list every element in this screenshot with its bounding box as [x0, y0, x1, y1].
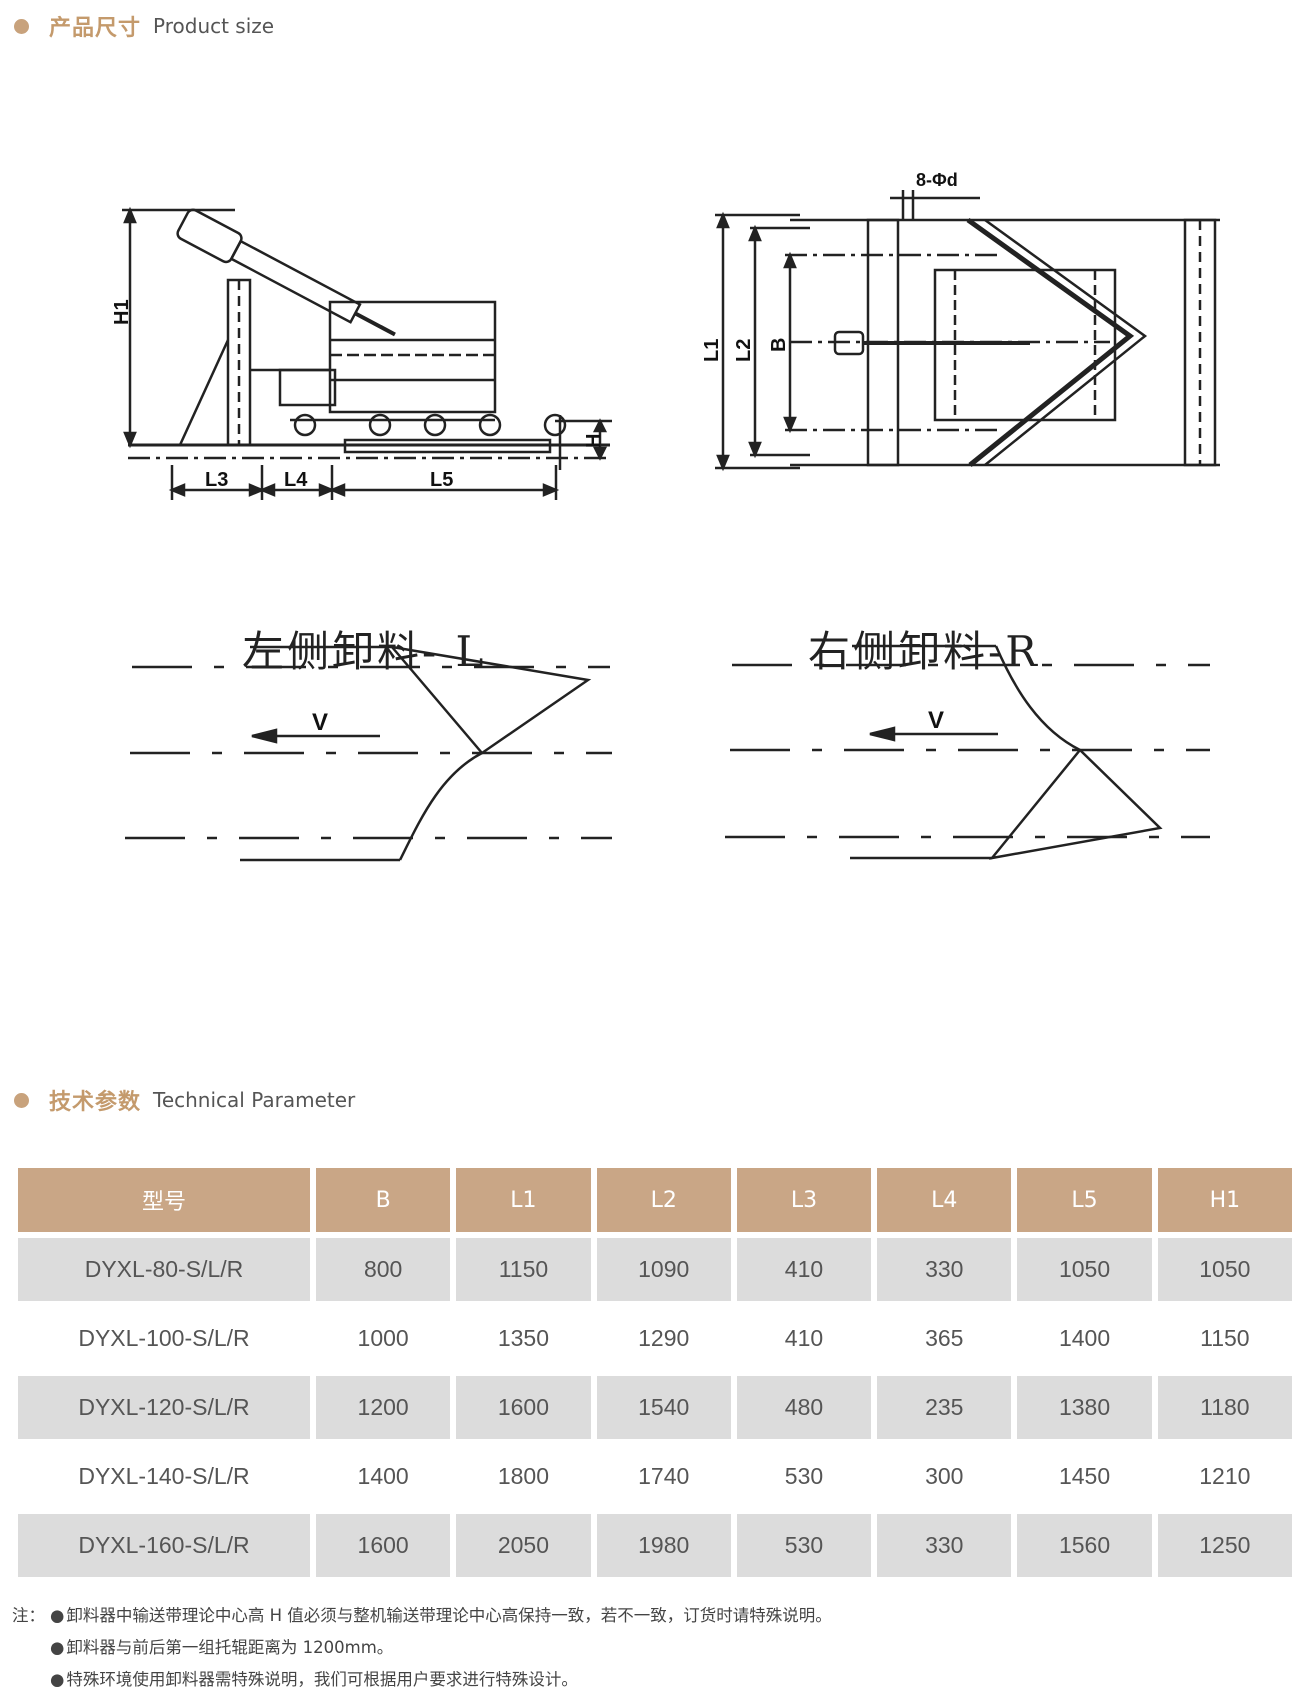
header-h1: H1 [1157, 1168, 1292, 1232]
cell-b: 1600 [316, 1514, 451, 1577]
label-8-phi-d: 8-Φd [916, 170, 958, 190]
cell-l4: 365 [877, 1307, 1012, 1370]
cell-h1: 1250 [1157, 1514, 1292, 1577]
cell-l4: 235 [877, 1376, 1012, 1439]
header-l4: L4 [877, 1168, 1012, 1232]
label-h: H [583, 434, 605, 448]
label-l2: L2 [733, 339, 755, 362]
cell-h1: 1050 [1157, 1238, 1292, 1301]
cell-model: DYXL-140-S/L/R [18, 1445, 310, 1508]
note-text: 卸料器中输送带理论中心高 H 值必须与整机输送带理论中心高保持一致，若不一致，订… [66, 1606, 832, 1625]
cell-b: 1200 [316, 1376, 451, 1439]
cell-l3: 530 [736, 1514, 872, 1577]
cell-l5: 1380 [1017, 1376, 1152, 1439]
cell-l1: 1350 [456, 1307, 591, 1370]
cell-l2: 1090 [596, 1238, 731, 1301]
table-row: DYXL-140-S/L/R 1400 1800 1740 530 300 14… [18, 1445, 1292, 1508]
cell-l4: 330 [877, 1514, 1012, 1577]
note-item: 注： ● 卸料器中输送带理论中心高 H 值必须与整机输送带理论中心高保持一致，若… [12, 1600, 1292, 1632]
cell-h1: 1150 [1157, 1307, 1292, 1370]
right-discharge-title: 右侧卸料-R [808, 627, 1040, 676]
cell-l3: 410 [736, 1307, 872, 1370]
cell-l1: 1600 [456, 1376, 591, 1439]
header-l3: L3 [736, 1168, 872, 1232]
cell-h1: 1210 [1157, 1445, 1292, 1508]
label-b: B [768, 338, 790, 352]
table-row: DYXL-160-S/L/R 1600 2050 1980 530 330 15… [18, 1514, 1292, 1577]
product-size-diagram: H1 H L3 L4 L5 8-Φd L1 L2 B V V 左侧卸料- L 右… [0, 40, 1302, 1000]
note-text: 特殊环境使用卸料器需特殊说明，我们可根据用户要求进行特殊设计。 [66, 1670, 578, 1689]
cell-l5: 1050 [1017, 1238, 1152, 1301]
label-l1: L1 [701, 339, 723, 362]
note-bullet-icon: ● [50, 1670, 65, 1689]
section-heading-technical-parameter: 技术参数 Technical Parameter [14, 1082, 355, 1118]
cell-l2: 1540 [596, 1376, 731, 1439]
table-row: DYXL-100-S/L/R 1000 1350 1290 410 365 14… [18, 1307, 1292, 1370]
table-row: DYXL-80-S/L/R 800 1150 1090 410 330 1050… [18, 1238, 1292, 1301]
header-l2: L2 [596, 1168, 731, 1232]
cell-l1: 1800 [456, 1445, 591, 1508]
header-l1: L1 [456, 1168, 591, 1232]
cell-l3: 530 [736, 1445, 872, 1508]
cell-l4: 300 [877, 1445, 1012, 1508]
label-h1: H1 [111, 299, 133, 325]
cell-l3: 410 [736, 1238, 872, 1301]
header-l5: L5 [1017, 1168, 1152, 1232]
header-b: B [316, 1168, 451, 1232]
cell-l2: 1290 [596, 1307, 731, 1370]
header-model: 型号 [18, 1168, 310, 1232]
left-discharge-title: 左侧卸料- L [242, 627, 487, 676]
bullet-dot-icon [14, 18, 29, 34]
note-prefix: 注： [12, 1606, 45, 1625]
note-item: ● 卸料器与前后第一组托辊距离为 1200mm。 [12, 1632, 1292, 1664]
cell-l1: 1150 [456, 1238, 591, 1301]
cell-l1: 2050 [456, 1514, 591, 1577]
label-l3: L3 [205, 469, 228, 491]
note-item: ● 特殊环境使用卸料器需特殊说明，我们可根据用户要求进行特殊设计。 [12, 1664, 1292, 1696]
cell-l2: 1740 [596, 1445, 731, 1508]
cell-l5: 1560 [1017, 1514, 1152, 1577]
heading-en: Product size [153, 14, 275, 38]
note-bullet-icon: ● [50, 1606, 65, 1625]
cell-l4: 330 [877, 1238, 1012, 1301]
cell-l2: 1980 [596, 1514, 731, 1577]
velocity-label-left: V [312, 709, 328, 736]
heading-cn: 产品尺寸 [49, 16, 142, 41]
technical-drawing: H1 H L3 L4 L5 8-Φd L1 L2 B V V [111, 170, 1220, 862]
velocity-label-right: V [928, 707, 944, 734]
cell-h1: 1180 [1157, 1376, 1292, 1439]
cell-model: DYXL-80-S/L/R [18, 1238, 310, 1301]
cell-b: 800 [316, 1238, 451, 1301]
note-bullet-icon: ● [50, 1638, 65, 1657]
bullet-dot-icon [14, 1092, 29, 1108]
label-l4: L4 [284, 469, 308, 491]
heading-en: Technical Parameter [153, 1088, 356, 1112]
cell-l3: 480 [736, 1376, 872, 1439]
heading-cn: 技术参数 [49, 1090, 142, 1115]
cell-model: DYXL-120-S/L/R [18, 1376, 310, 1439]
table-header-row: 型号 B L1 L2 L3 L4 L5 H1 [18, 1168, 1292, 1232]
cell-l5: 1450 [1017, 1445, 1152, 1508]
cell-model: DYXL-100-S/L/R [18, 1307, 310, 1370]
cell-model: DYXL-160-S/L/R [18, 1514, 310, 1577]
notes: 注： ● 卸料器中输送带理论中心高 H 值必须与整机输送带理论中心高保持一致，若… [12, 1600, 1292, 1696]
label-l5: L5 [430, 469, 453, 491]
section-heading-product-size: 产品尺寸 Product size [14, 8, 274, 44]
note-text: 卸料器与前后第一组托辊距离为 1200mm。 [66, 1638, 394, 1657]
table-row: DYXL-120-S/L/R 1200 1600 1540 480 235 13… [18, 1376, 1292, 1439]
cell-l5: 1400 [1017, 1307, 1152, 1370]
technical-parameter-table: 型号 B L1 L2 L3 L4 L5 H1 DYXL-80-S/L/R 800… [12, 1162, 1298, 1583]
cell-b: 1400 [316, 1445, 451, 1508]
cell-b: 1000 [316, 1307, 451, 1370]
